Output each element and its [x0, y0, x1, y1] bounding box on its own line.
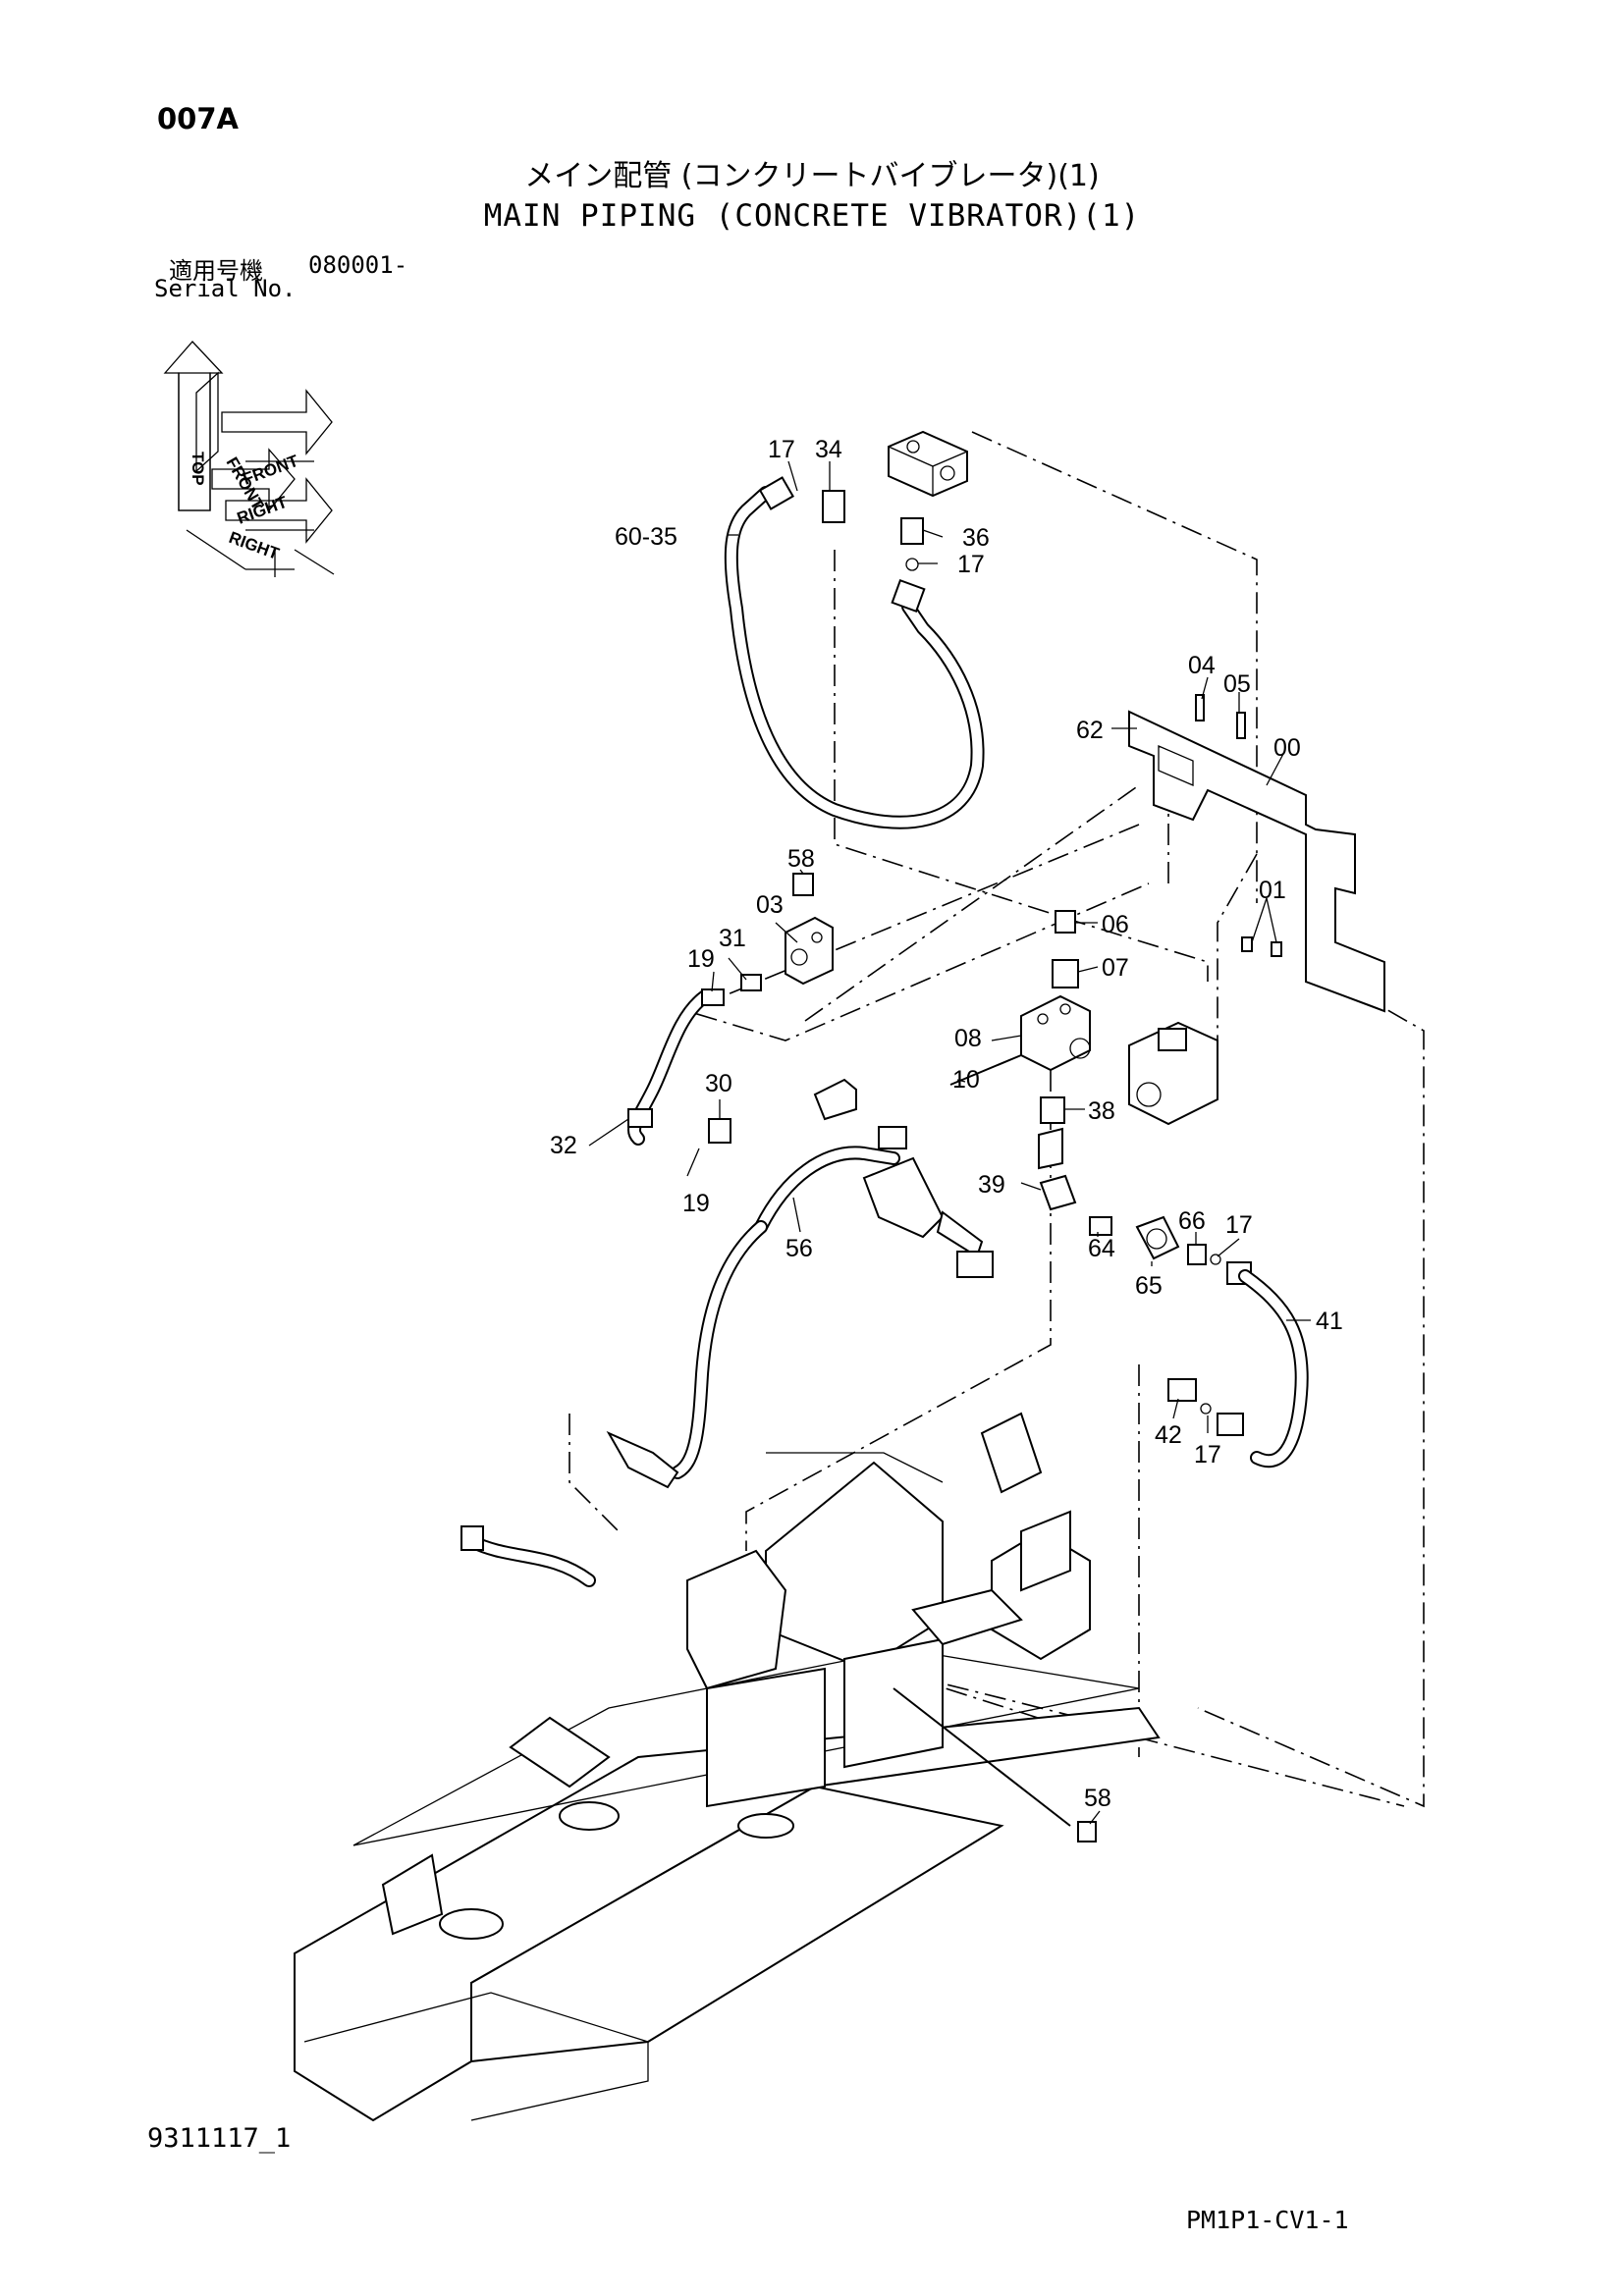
front-label-b: FRONT [241, 452, 301, 489]
callout-01: 01 [1259, 877, 1286, 904]
title-japanese: メイン配管 (コンクリートバイブレータ)(1) [524, 159, 1100, 193]
callout-30: 30 [705, 1070, 732, 1097]
callout-19-upper: 19 [687, 945, 715, 973]
callout-58-block: 58 [787, 845, 815, 873]
callout-17-adapter: 17 [1225, 1211, 1253, 1239]
valve-block-right [1128, 1021, 1218, 1126]
callout-58-frame: 58 [1084, 1785, 1111, 1812]
fittings-line-41 [1039, 1174, 1309, 1468]
callout-56: 56 [785, 1235, 813, 1262]
callout-39: 39 [978, 1171, 1005, 1199]
callout-07: 07 [1102, 954, 1129, 982]
bracket-plate [1128, 694, 1385, 1013]
serial-label-japanese: 適用号機 [169, 257, 263, 285]
callout-03: 03 [756, 891, 784, 919]
main-frame [294, 1412, 1161, 2122]
callout-06: 06 [1102, 911, 1129, 938]
callout-08: 08 [954, 1025, 982, 1052]
callout-17-valve: 17 [957, 551, 985, 578]
callout-65: 65 [1135, 1272, 1163, 1300]
callout-31: 31 [719, 925, 746, 952]
serial-label-english: Serial No. [154, 275, 297, 302]
callout-38: 38 [1088, 1097, 1115, 1125]
hose-60-35 [724, 476, 985, 829]
callout-41: 41 [1316, 1308, 1343, 1335]
leader-lines [588, 460, 1311, 1825]
callout-66: 66 [1178, 1207, 1206, 1235]
callout-17-top: 17 [768, 436, 795, 463]
callout-10: 10 [952, 1066, 980, 1094]
callout-36: 36 [962, 524, 990, 552]
callout-04: 04 [1188, 652, 1216, 679]
pipe-56 [606, 1078, 994, 1489]
callout-62: 62 [1076, 717, 1104, 744]
callout-17-bottom: 17 [1194, 1441, 1221, 1468]
callout-60-35: 60-35 [615, 523, 677, 551]
callout-00: 00 [1273, 734, 1301, 762]
callout-34: 34 [815, 436, 842, 463]
valve-block-top [888, 430, 968, 571]
drawing-number: 9311117_1 [147, 2123, 292, 2154]
page-code: 007A [157, 102, 239, 135]
hose-32 [627, 974, 762, 1146]
top-label: TOP [189, 452, 207, 486]
serial-value: 080001- [308, 251, 408, 279]
callout-05: 05 [1223, 670, 1251, 698]
block-03 [785, 873, 834, 986]
callout-32: 32 [550, 1132, 577, 1159]
callouts: 17 34 60-35 36 17 04 05 62 00 58 03 31 1… [550, 436, 1343, 1812]
block-08 [949, 910, 1091, 1170]
callout-19-lower: 19 [682, 1190, 710, 1217]
figure-code: PM1P1-CV1-1 [1186, 2206, 1349, 2234]
title-english: MAIN PIPING (CONCRETE VIBRATOR)(1) [483, 198, 1141, 234]
callout-64: 64 [1088, 1235, 1115, 1262]
right-label-b: RIGHT [227, 528, 283, 563]
callout-42: 42 [1155, 1421, 1182, 1449]
orientation-indicator: TOP FRONT FRONT RIGHT RIGHT [163, 341, 335, 577]
